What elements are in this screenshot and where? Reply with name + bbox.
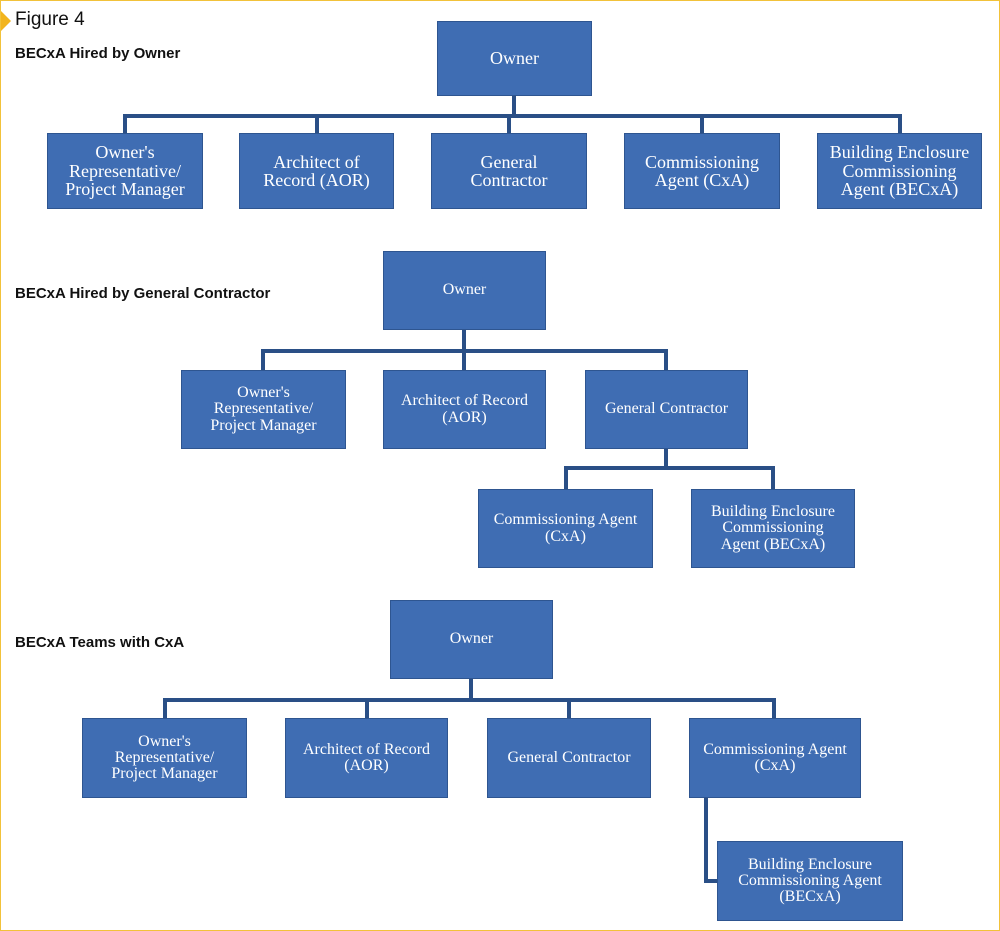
connector [567, 698, 571, 718]
connector [163, 698, 167, 718]
connector [704, 879, 718, 883]
connector [469, 679, 473, 701]
figure-marker-icon [1, 11, 11, 31]
connector [664, 349, 668, 370]
connector [512, 96, 516, 116]
section-3-title: BECxA Teams with CxA [15, 634, 185, 651]
architect-of-record-box: Architect of Record (AOR) [239, 133, 394, 209]
connector [507, 114, 511, 133]
connector [123, 114, 902, 118]
owner-box: Owner [437, 21, 592, 96]
owner-box: Owner [390, 600, 553, 679]
figure-label: Figure 4 [15, 9, 85, 30]
owners-representative-box: Owner's Representative/ Project Manager [181, 370, 346, 449]
commissioning-agent-box: Commissioning Agent (CxA) [689, 718, 861, 798]
general-contractor-box: General Contractor [585, 370, 748, 449]
general-contractor-box: General Contractor [431, 133, 587, 209]
connector [163, 698, 776, 702]
connector [664, 449, 668, 469]
connector [315, 114, 319, 133]
section-2-title: BECxA Hired by General Contractor [15, 285, 271, 302]
commissioning-agent-box: Commissioning Agent (CxA) [624, 133, 780, 209]
connector [772, 698, 776, 718]
owner-box: Owner [383, 251, 546, 330]
connector [462, 330, 466, 352]
owners-representative-box: Owner's Representative/ Project Manager [47, 133, 203, 209]
general-contractor-box: General Contractor [487, 718, 651, 798]
connector [704, 798, 708, 883]
connector [700, 114, 704, 133]
becxa-box: Building Enclosure Commissioning Agent (… [817, 133, 982, 209]
connector [365, 698, 369, 718]
becxa-box: Building Enclosure Commissioning Agent (… [717, 841, 903, 921]
connector [898, 114, 902, 133]
section-1-title: BECxA Hired by Owner [15, 45, 181, 62]
owners-representative-box: Owner's Representative/ Project Manager [82, 718, 247, 798]
connector [564, 466, 775, 470]
connector [771, 466, 775, 489]
connector [123, 114, 127, 133]
connector [261, 349, 265, 370]
architect-of-record-box: Architect of Record (AOR) [285, 718, 448, 798]
architect-of-record-box: Architect of Record (AOR) [383, 370, 546, 449]
becxa-box: Building Enclosure Commissioning Agent (… [691, 489, 855, 568]
connector [564, 466, 568, 489]
commissioning-agent-box: Commissioning Agent (CxA) [478, 489, 653, 568]
connector [462, 349, 466, 370]
